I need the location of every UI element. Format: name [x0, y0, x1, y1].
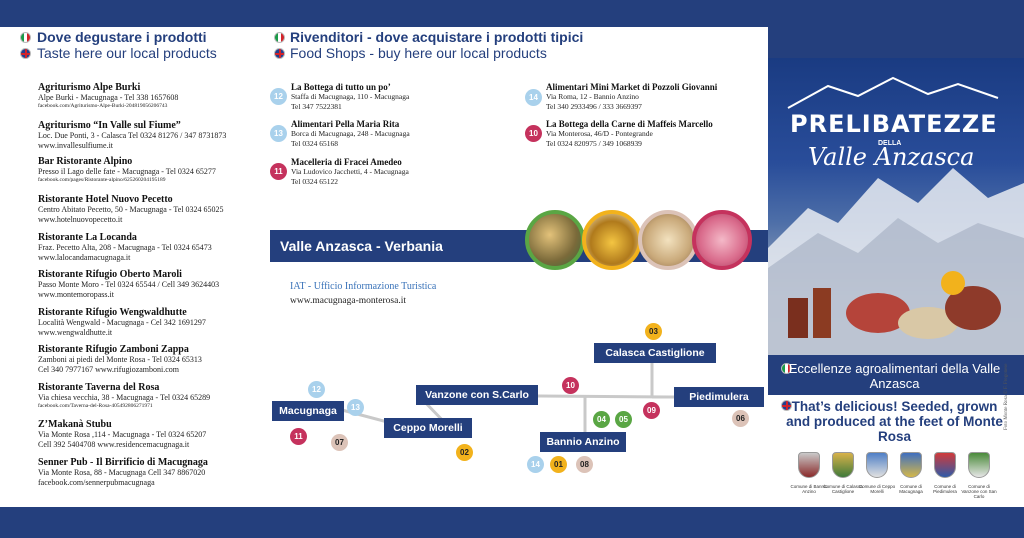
- shop-number-badge: 10: [525, 125, 542, 142]
- cheese-photo: [638, 210, 698, 270]
- crest-icon: [832, 452, 854, 478]
- iat-title: IAT - Ufficio Informazione Turistica: [290, 281, 437, 292]
- uk-flag-icon: [274, 48, 285, 59]
- shop-item: Alimentari Pella Maria Rita Borca di Mac…: [291, 119, 410, 148]
- tagline-it: Eccellenze agroalimentari della Valle An…: [788, 361, 1001, 391]
- map-badge: 01: [550, 456, 567, 473]
- shop-number-badge: 12: [270, 88, 287, 105]
- bottom-band: [0, 507, 1024, 538]
- food-products-image: [788, 271, 1001, 339]
- shop-number-badge: 11: [270, 163, 287, 180]
- list-item: Senner Pub - Il Birrificio di Macugnaga …: [38, 457, 208, 487]
- tasting-heading-it: Dove degustare i prodotti: [37, 29, 207, 45]
- italian-flag-icon: [20, 32, 31, 43]
- station-vanzone: Vanzone con S.Carlo: [416, 385, 538, 405]
- list-item: Ristorante Rifugio Oberto Maroli Passo M…: [38, 269, 220, 299]
- map-badge: 09: [643, 402, 660, 419]
- honey-photo: [582, 210, 642, 270]
- crest-label: Comune di Ceppo Morelli: [858, 484, 896, 494]
- list-item: Z’Makanà Stubu Via Monte Rosa ,114 - Mac…: [38, 419, 207, 449]
- italian-flag-icon: [274, 32, 285, 43]
- map-badge: 06: [732, 410, 749, 427]
- brand-valle: Valle Anzasca: [808, 143, 975, 171]
- list-item: Ristorante Rifugio Wengwaldhutte Localit…: [38, 307, 206, 337]
- station-piedimulera: Piedimulera: [674, 387, 764, 407]
- tasting-heading-en: Taste here our local products: [37, 45, 217, 61]
- crest-label: Comune di Vanzone con San Carlo: [961, 484, 997, 499]
- brand-wordmark: PRELIBATEZZE: [790, 110, 998, 138]
- list-item: Ristorante La Locanda Fraz. Pecetto Alta…: [38, 232, 212, 262]
- map-badge: 03: [645, 323, 662, 340]
- shop-number-badge: 13: [270, 125, 287, 142]
- list-item: Agriturismo “In Valle sul Fiume” Loc. Du…: [38, 120, 227, 150]
- crest-icon: [798, 452, 820, 478]
- shop-item: La Bottega della Carne di Maffeis Marcel…: [546, 119, 713, 148]
- shop-item: Alimentari Mini Market di Pozzoli Giovan…: [546, 82, 718, 111]
- uk-flag-icon: [20, 48, 31, 59]
- map-badge: 11: [290, 428, 307, 445]
- crest-icon: [900, 452, 922, 478]
- list-item: Bar Ristorante Alpino Presso il Lago del…: [38, 156, 216, 183]
- list-item: Ristorante Hotel Nuovo Pecetto Centro Ab…: [38, 194, 224, 224]
- station-ceppo-morelli: Ceppo Morelli: [384, 418, 472, 438]
- station-bannio-anzino: Bannio Anzino: [540, 432, 626, 452]
- map-badge: 02: [456, 444, 473, 461]
- shops-heading-en: Food Shops - buy here our local products: [290, 45, 547, 61]
- list-item: Ristorante Taverna del Rosa Via chiesa v…: [38, 382, 211, 409]
- map-badge: 13: [347, 399, 364, 416]
- crest-label: Comune di Bannio Anzino: [790, 484, 828, 494]
- cover-top-band: [768, 0, 1024, 58]
- map-badge: 12: [308, 381, 325, 398]
- crest-icon: [934, 452, 956, 478]
- list-item: Agriturismo Alpe Burki Alpe Burki - Macu…: [38, 82, 179, 109]
- list-item: Ristorante Rifugio Zamboni Zappa Zamboni…: [38, 344, 202, 374]
- shop-item: Macelleria di Fracei Amedeo Via Ludovico…: [291, 157, 409, 186]
- mountain-photo: [768, 58, 1024, 358]
- shop-number-badge: 14: [525, 89, 542, 106]
- map-badge: 14: [527, 456, 544, 473]
- map-badge: 04: [593, 411, 610, 428]
- crest-icon: [866, 452, 888, 478]
- station-macugnaga: Macugnaga: [272, 401, 344, 421]
- map-badge: 08: [576, 456, 593, 473]
- map-badge: 05: [615, 411, 632, 428]
- tagline-en: That’s delicious! Seeded, grown and prod…: [786, 399, 1003, 444]
- map-badge: 10: [562, 377, 579, 394]
- station-calasca: Calasca Castiglione: [594, 343, 716, 363]
- crest-label: Comune di Macugnaga: [899, 484, 923, 494]
- photo-credit: Foto Monte Rosa © F. Fregonese: [1004, 363, 1009, 430]
- crest-icon: [968, 452, 990, 478]
- tagline-band: [768, 355, 1024, 395]
- uk-flag-icon: [781, 400, 792, 411]
- valley-title-bar: Valle Anzasca - Verbania: [270, 230, 520, 262]
- vegetables-photo: [525, 210, 585, 270]
- map-badge: 07: [331, 434, 348, 451]
- shop-item: La Bottega di tutto un po’ Staffa di Mac…: [291, 82, 410, 111]
- italian-flag-icon: [781, 363, 792, 374]
- mountain-silhouette: [768, 76, 1024, 358]
- shops-heading-it: Rivenditori - dove acquistare i prodotti…: [290, 29, 584, 45]
- crest-label: Comune di Piedimulera: [933, 484, 957, 494]
- crest-label: Comune di Calasca Castiglione: [823, 484, 863, 494]
- iat-url-link[interactable]: www.macugnaga-monterosa.it: [290, 296, 406, 306]
- cured-meat-photo: [692, 210, 752, 270]
- brand-della: DELLA: [878, 140, 902, 147]
